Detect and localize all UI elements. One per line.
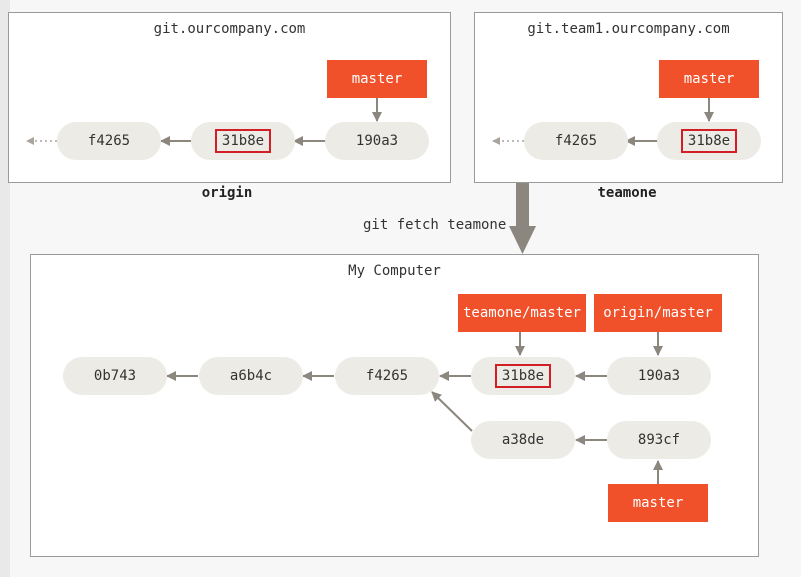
teamone-host-title: git.team1.ourcompany.com (527, 21, 730, 37)
local-commit-190a3: 190a3 (607, 357, 711, 395)
local-master-branch: master (608, 484, 708, 522)
teamone-commit-f4265: f4265 (524, 122, 628, 160)
local-computer-title: My Computer (348, 263, 441, 279)
teamone-master-remote-branch: teamone/master (458, 294, 586, 332)
local-commit-0b743: 0b743 (63, 357, 167, 395)
fetch-command-label: git fetch teamone (363, 217, 507, 233)
origin-master-branch: master (327, 60, 427, 98)
teamone-remote-label: teamone (597, 185, 657, 201)
fetch-arrow (509, 183, 536, 254)
left-margin-strip (0, 0, 10, 577)
local-commit-893cf: 893cf (607, 421, 711, 459)
origin-master-remote-branch: origin/master (594, 294, 722, 332)
teamone-commit-31b8e: 31b8e (657, 122, 761, 160)
origin-remote-label: origin (201, 185, 253, 201)
local-commit-31b8e: 31b8e (471, 357, 575, 395)
origin-commit-190a3: 190a3 (325, 122, 429, 160)
origin-host-title: git.ourcompany.com (153, 21, 306, 37)
origin-commit-31b8e: 31b8e (191, 122, 295, 160)
teamone-master-branch: master (659, 60, 759, 98)
local-commit-a6b4c: a6b4c (199, 357, 303, 395)
origin-commit-f4265: f4265 (57, 122, 161, 160)
local-commit-f4265: f4265 (335, 357, 439, 395)
local-commit-a38de: a38de (471, 421, 575, 459)
